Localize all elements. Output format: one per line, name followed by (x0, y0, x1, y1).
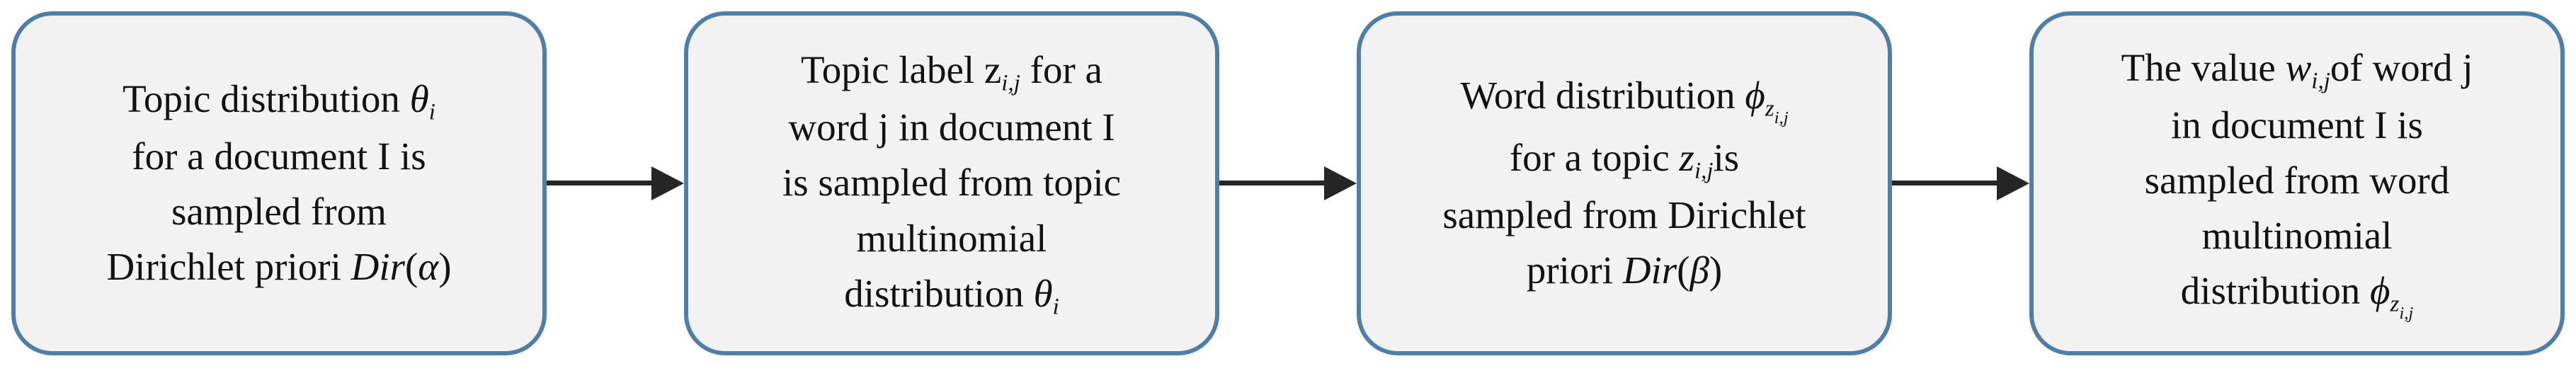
math-subscript: i (428, 99, 435, 125)
text-line: is sampled from topic (782, 155, 1121, 210)
text-segment: sampled from Dirichlet (1442, 193, 1806, 237)
math-symbol: z (1679, 135, 1694, 179)
text-segment: multinomial (2201, 214, 2393, 258)
math-symbol: β (1689, 248, 1709, 292)
math-subscript: i,j (1694, 158, 1714, 184)
arrow-line (1219, 181, 1324, 185)
math-subscript: i (1052, 294, 1059, 320)
text-segment: sampled from (171, 190, 387, 234)
text-line: Word distribution ϕzi,j (1442, 68, 1806, 130)
math-symbol: θ (409, 76, 429, 120)
math-subscript: z (2390, 291, 2400, 317)
flow-arrow-1 (547, 0, 684, 366)
text-line: in document I is (2121, 98, 2473, 153)
math-subscript: z (1765, 96, 1774, 122)
math-symbol: θ (1033, 271, 1053, 315)
math-symbol: Dir (351, 245, 406, 289)
text-segment: The value (2121, 45, 2286, 89)
text-segment: word j in document I (788, 105, 1115, 149)
text-line: distribution θi (782, 266, 1121, 324)
text-line: multinomial (2121, 208, 2473, 263)
math-symbol: ϕ (1745, 73, 1765, 117)
math-subscript: i,j (1001, 70, 1020, 96)
math-subsubscript: i,j (1774, 108, 1789, 127)
text-line: for a topic zi,jis (1442, 130, 1806, 188)
math-symbol: α (418, 245, 439, 289)
flow-arrow-3 (1892, 0, 2029, 366)
text-line: sampled from word (2121, 153, 2473, 208)
arrow-right-icon (651, 166, 684, 200)
text-segment: distribution (2180, 269, 2371, 313)
flow-arrow-2 (1219, 0, 1357, 366)
math-subscript: i,j (2311, 68, 2330, 94)
text-segment: ( (405, 245, 418, 289)
text-line: priori Dir(β) (1442, 243, 1806, 298)
arrow-right-icon (1324, 166, 1357, 200)
arrow-line (547, 181, 651, 185)
text-segment: Word distribution (1460, 73, 1745, 117)
text-line: word j in document I (782, 100, 1121, 155)
text-line: distribution ϕzi,j (2121, 263, 2473, 326)
math-symbol: w (2285, 45, 2312, 89)
text-line: sampled from Dirichlet (1442, 188, 1806, 243)
text-segment: is sampled from topic (782, 161, 1122, 205)
text-segment: in document I is (2171, 103, 2423, 147)
flow-box-topic-label: Topic label zi,j for a word j in document… (684, 11, 1219, 355)
math-symbol: Dir (1622, 248, 1677, 292)
text-line: Dirichlet priori Dir(α) (106, 239, 451, 294)
text-line: sampled from (106, 184, 451, 239)
arrow-line (1892, 181, 1997, 185)
text-line: for a document I is (106, 129, 451, 184)
text-segment: for a document I is (132, 135, 426, 178)
text-segment: is (1713, 135, 1740, 179)
text-segment: ) (438, 245, 452, 289)
text-segment: Dirichlet priori (106, 245, 351, 289)
text-segment: Topic label z (801, 47, 1002, 91)
text-segment: distribution (844, 271, 1034, 315)
text-line: Topic label zi,j for a (782, 42, 1121, 100)
text-segment: priori (1526, 248, 1623, 292)
text-line: multinomial (782, 211, 1121, 266)
text-line: Topic distribution θi (106, 72, 451, 129)
text-segment: for a (1020, 47, 1102, 91)
text-segment: ) (1709, 248, 1723, 292)
arrow-right-icon (1997, 166, 2029, 200)
text-segment: multinomial (856, 216, 1047, 260)
box-text: Topic label zi,j for a word j in document… (763, 42, 1141, 324)
text-line: The value wi,jof word j (2121, 40, 2473, 98)
math-symbol: ϕ (2370, 269, 2390, 313)
text-segment: Topic distribution (122, 76, 410, 120)
math-subsubscript: i,j (2399, 304, 2414, 324)
text-segment: for a topic (1509, 135, 1680, 179)
text-segment: sampled from word (2144, 159, 2450, 202)
text-segment: of word j (2330, 45, 2473, 89)
text-segment: ( (1677, 248, 1690, 292)
